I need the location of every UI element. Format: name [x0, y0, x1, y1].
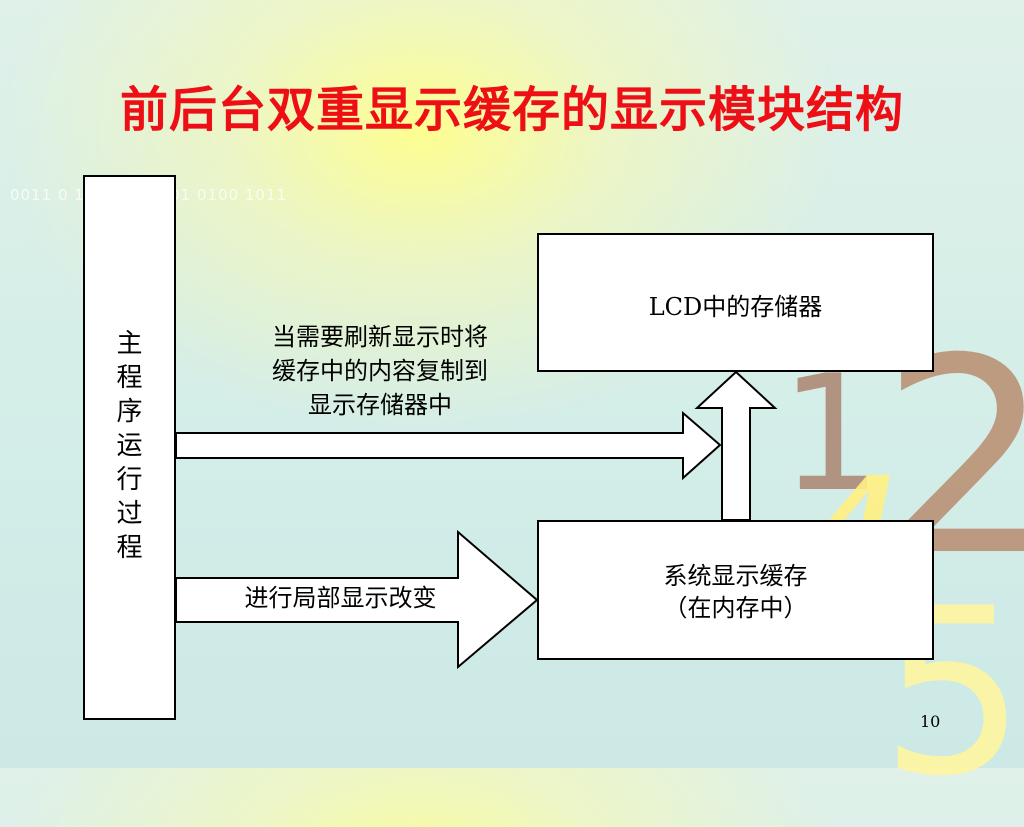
copy-annotation-line1: 当需要刷新显示时将 — [272, 323, 488, 351]
copy-arrow — [175, 410, 722, 481]
local-update-arrow — [175, 529, 539, 670]
slide-title: 前后台双重显示缓存的显示模块结构 — [119, 82, 904, 138]
upload-arrow — [694, 370, 778, 521]
system-buffer-label: 系统显示缓存 （在内存中） — [539, 560, 932, 624]
main-process-char: 程 — [116, 533, 143, 563]
main-process-box: 主 程 序 运 行 过 程 — [83, 175, 176, 720]
copy-annotation-line2: 缓存中的内容复制到 — [272, 357, 488, 385]
copy-annotation: 当需要刷新显示时将 缓存中的内容复制到 显示存储器中 — [200, 320, 560, 422]
main-process-label: 主 程 序 运 行 过 程 — [85, 327, 174, 565]
page-number: 10 — [920, 712, 941, 731]
system-buffer-box: 系统显示缓存 （在内存中） — [537, 520, 934, 660]
system-buffer-line1: 系统显示缓存 — [663, 562, 808, 590]
main-process-char: 过 — [116, 499, 143, 529]
local-update-annotation: 进行局部显示改变 — [244, 584, 437, 612]
main-process-char: 序 — [116, 397, 143, 427]
lcd-memory-label: LCD中的存储器 — [648, 293, 823, 321]
copy-annotation-line3: 显示存储器中 — [308, 391, 452, 419]
lcd-memory-box: LCD中的存储器 — [537, 233, 934, 372]
diagram-arrows — [175, 370, 778, 670]
main-process-char: 运 — [116, 431, 143, 461]
main-process-char: 主 — [116, 329, 143, 359]
main-process-char: 程 — [116, 363, 143, 393]
main-process-char: 行 — [116, 465, 143, 495]
system-buffer-line2: （在内存中） — [663, 594, 808, 622]
